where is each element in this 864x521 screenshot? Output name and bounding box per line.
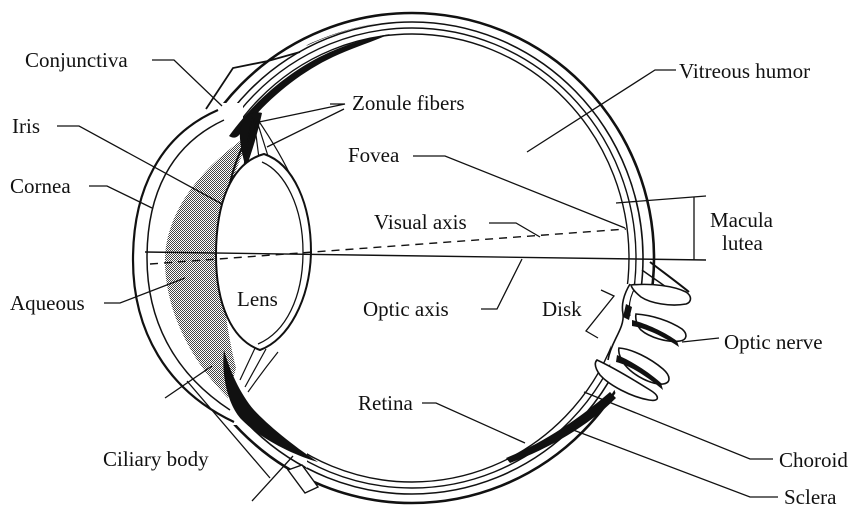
leader-iris [57, 125, 223, 205]
label-macula-1: Macula [710, 208, 774, 232]
leader-conjunctiva [152, 59, 223, 107]
visual-axis-line [149, 228, 627, 265]
lens-inner-line [257, 161, 304, 345]
label-vitreous-humor: Vitreous humor [679, 59, 810, 83]
disk-bracket [585, 289, 616, 339]
label-retina: Retina [358, 391, 413, 415]
ciliary-bracket-tick1 [164, 365, 213, 399]
optic-axis-line [144, 251, 707, 261]
ora-serrata-notch [286, 464, 320, 494]
leader-optic-axis [481, 258, 523, 310]
label-zonule-fibers: Zonule fibers [352, 91, 465, 115]
label-optic-nerve: Optic nerve [724, 330, 823, 354]
label-macula-2: lutea [722, 231, 763, 255]
leader-zonule-2 [266, 108, 345, 148]
label-ciliary-body: Ciliary body [103, 447, 209, 471]
leader-retina [422, 402, 526, 444]
leader-optic-nerve [681, 337, 720, 343]
leader-choroid [583, 391, 773, 460]
ciliary-body-bottom [223, 350, 318, 462]
choroid-sliver [506, 392, 616, 463]
ciliary-bracket-main [186, 380, 271, 479]
label-iris: Iris [12, 114, 40, 138]
lens-outline [214, 152, 313, 352]
cornea-inner [146, 119, 231, 411]
leader-vitreous [526, 69, 676, 153]
label-sclera: Sclera [784, 485, 837, 509]
leader-fovea [413, 155, 626, 229]
label-conjunctiva: Conjunctiva [25, 48, 128, 72]
label-aqueous: Aqueous [10, 291, 85, 315]
label-cornea: Cornea [10, 174, 71, 198]
label-lens: Lens [237, 287, 278, 311]
leader-aqueous [104, 277, 186, 304]
leader-visual-axis [489, 222, 541, 238]
iris-aqueous-region [164, 134, 252, 398]
optic-nerve [594, 261, 692, 402]
macula-bracket-top [615, 195, 707, 204]
conjunctiva-fold [205, 51, 301, 110]
leader-zonule-1 [258, 103, 346, 123]
labels: Conjunctiva Iris Cornea Aqueous Ciliary … [10, 48, 848, 509]
leader-cornea [89, 185, 153, 209]
label-fovea: Fovea [348, 143, 400, 167]
label-disk: Disk [542, 297, 582, 321]
label-optic-axis: Optic axis [363, 297, 449, 321]
ciliary-bracket-tick2 [251, 455, 294, 502]
label-visual-axis: Visual axis [374, 210, 467, 234]
label-choroid: Choroid [779, 448, 848, 472]
leader-sclera [567, 427, 778, 498]
